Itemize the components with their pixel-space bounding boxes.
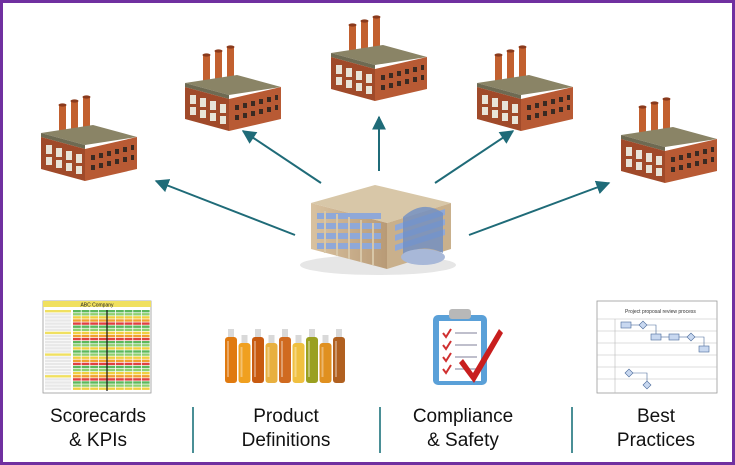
factory-icon-1 bbox=[41, 95, 137, 181]
label-line-1: Scorecards bbox=[49, 406, 147, 427]
arrow-to-factory-2 bbox=[241, 130, 322, 184]
label-line-1: Product bbox=[253, 406, 319, 427]
factory-icon-2 bbox=[185, 45, 281, 131]
scorecard-spreadsheet-icon: ABC Company bbox=[42, 300, 152, 394]
process-flowchart-icon: Project proposal review process bbox=[596, 300, 718, 394]
label-line-2: & Safety bbox=[427, 430, 499, 451]
headquarters-building-icon bbox=[300, 185, 456, 275]
label-line-2: Definitions bbox=[241, 430, 331, 451]
arrow-to-factory-4 bbox=[434, 130, 515, 184]
factory-icon-3 bbox=[331, 15, 427, 101]
flowchart-title: Project proposal review process bbox=[625, 309, 696, 315]
label-line-1: Best bbox=[636, 406, 676, 427]
divider-3 bbox=[571, 407, 573, 453]
factory-icon-4 bbox=[477, 45, 573, 131]
label-line-1: Compliance bbox=[412, 406, 514, 427]
label-scorecards-kpis: Scorecards & KPIs bbox=[23, 405, 173, 453]
factory-icon-5 bbox=[621, 97, 717, 183]
arrows bbox=[154, 115, 611, 236]
arrow-to-factory-5 bbox=[468, 180, 611, 236]
diagram-canvas: ABC Company Project proposal review proc… bbox=[41, 15, 718, 394]
compliance-clipboard-icon bbox=[433, 309, 503, 385]
product-bottles-icon bbox=[225, 329, 345, 383]
divider-1 bbox=[192, 407, 194, 453]
scorecard-title: ABC Company bbox=[80, 303, 114, 309]
arrow-to-factory-1 bbox=[154, 179, 296, 236]
divider-2 bbox=[379, 407, 381, 453]
label-best-practices: Best Practices bbox=[581, 405, 731, 453]
label-line-2: & KPIs bbox=[68, 430, 128, 451]
label-compliance-safety: Compliance & Safety bbox=[388, 405, 538, 453]
label-product-definitions: Product Definitions bbox=[211, 405, 361, 453]
label-line-2: Practices bbox=[616, 430, 696, 451]
